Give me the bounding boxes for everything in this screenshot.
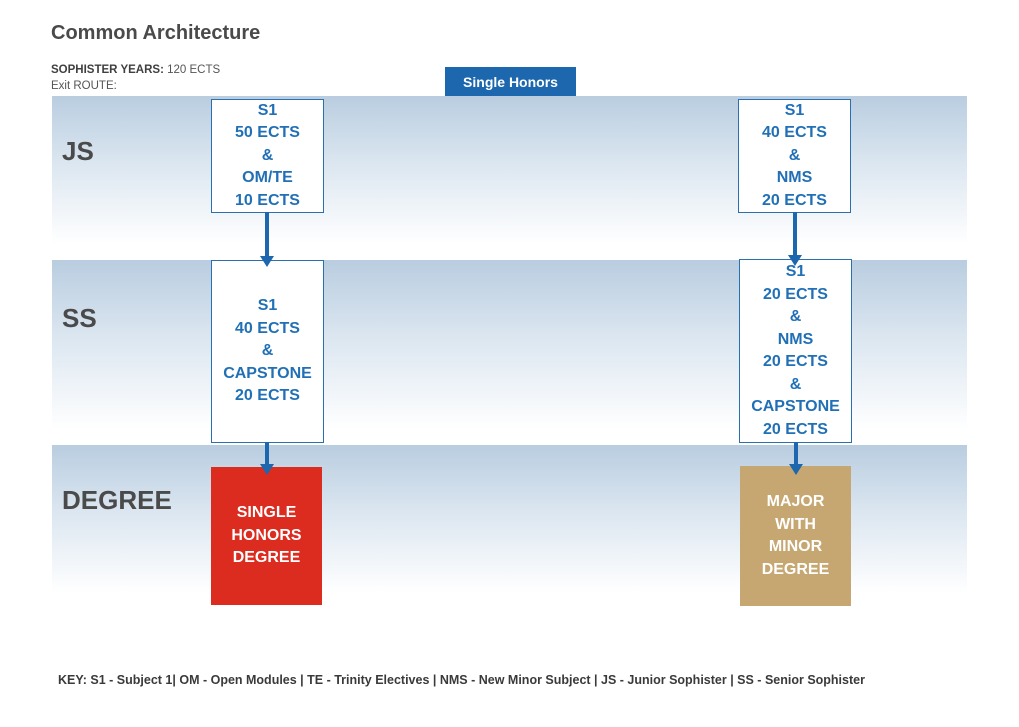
box-line: MAJOR <box>766 493 825 510</box>
box-line: 20 ECTS <box>763 285 828 303</box>
major-with-minor-degree-box: MAJOR WITH MINOR DEGREE <box>740 466 851 606</box>
arrow-down-icon <box>260 212 274 267</box>
box-line: OM/TE <box>242 169 293 187</box>
box-line: S1 <box>257 297 278 315</box>
right-js-box: S1 40 ECTS & NMS 20 ECTS <box>738 99 851 213</box>
left-ss-box: S1 40 ECTS & CAPSTONE 20 ECTS <box>211 260 324 443</box>
box-line: 20 ECTS <box>762 191 827 209</box>
row-label-degree: DEGREE <box>62 485 172 515</box>
box-line: & <box>261 146 274 164</box>
box-line: S1 <box>784 101 805 119</box>
page-title: Common Architecture <box>51 22 261 44</box>
row-label-js: JS <box>62 136 94 166</box>
box-line: CAPSTONE <box>751 398 840 415</box>
key-legend: KEY: S1 - Subject 1| OM - Open Modules |… <box>58 673 865 687</box>
box-line: 10 ECTS <box>235 191 300 209</box>
sophister-years-value: 120 ECTS <box>167 64 221 76</box>
left-js-box: S1 50 ECTS & OM/TE 10 ECTS <box>211 99 324 213</box>
box-line: 20 ECTS <box>763 353 828 370</box>
box-line: MINOR <box>768 538 823 555</box>
arrow-down-icon <box>260 442 274 475</box>
single-honors-degree-box: SINGLE HONORS DEGREE <box>211 467 322 605</box>
right-ss-box: S1 20 ECTS & NMS 20 ECTS & CAPSTONE 20 E… <box>739 259 852 443</box>
box-line: & <box>789 375 802 393</box>
box-line: SINGLE <box>236 504 297 522</box>
box-line: S1 <box>257 101 278 119</box>
box-line: 20 ECTS <box>235 387 300 405</box>
exit-route: Exit ROUTE: <box>51 80 117 92</box>
box-line: NMS <box>777 330 814 348</box>
box-line: S1 <box>785 263 806 280</box>
box-line: NMS <box>776 169 813 187</box>
row-label-ss: SS <box>62 303 97 333</box>
arrow-down-icon <box>788 212 802 267</box>
box-line: 40 ECTS <box>762 124 827 142</box>
box-line: CAPSTONE <box>223 364 312 382</box>
box-line: 20 ECTS <box>763 420 828 438</box>
box-line: HONORS <box>231 526 302 544</box>
arrow-down-icon <box>789 442 803 475</box>
box-line: & <box>788 146 801 164</box>
sophister-years-label: SOPHISTER YEARS: <box>51 64 164 76</box>
box-line: DEGREE <box>761 560 830 578</box>
single-honors-tab: Single Honors <box>445 67 576 96</box>
box-line: & <box>261 342 274 360</box>
box-line: 50 ECTS <box>235 124 300 142</box>
box-line: DEGREE <box>232 549 301 567</box>
sophister-years: SOPHISTER YEARS: 120 ECTS <box>51 64 220 76</box>
box-line: & <box>789 308 802 325</box>
box-line: 40 ECTS <box>235 319 300 337</box>
box-line: WITH <box>775 515 816 533</box>
